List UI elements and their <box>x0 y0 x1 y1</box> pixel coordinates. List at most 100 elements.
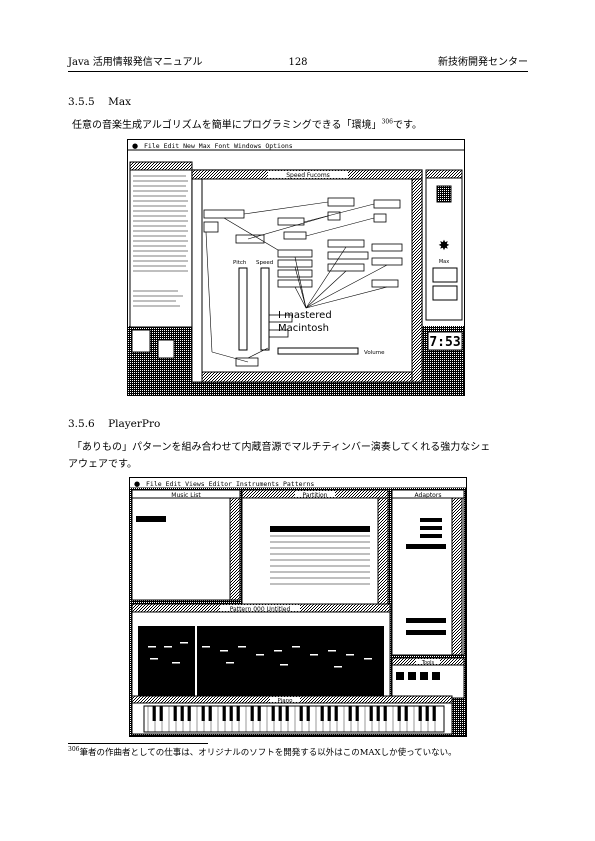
readout: 7:53 <box>429 335 460 350</box>
footnote: 306筆者の作曲者としての仕事は、オリジナルのソフトを開発する以外はこのMAXし… <box>68 747 528 759</box>
speed-slider[interactable] <box>260 267 270 351</box>
paragraph-text: 任意の音楽生成アルゴリズムを簡単にプログラミングできる「環境」 <box>72 120 382 131</box>
piano-black-key[interactable] <box>369 706 373 721</box>
piano-black-key[interactable] <box>432 706 436 721</box>
partition-title: Partition <box>302 492 327 499</box>
piano-title: Piano <box>278 698 294 704</box>
playerpro-screenshot: ● File Edit Views Editor Instruments Pat… <box>129 477 467 737</box>
piano-black-key[interactable] <box>152 706 156 721</box>
piano-black-key[interactable] <box>180 706 184 721</box>
piano-black-key[interactable] <box>222 706 226 721</box>
tools-title: Tools <box>421 660 435 666</box>
scrollbar-bottom[interactable] <box>201 371 413 383</box>
piano-black-key[interactable] <box>285 706 289 721</box>
patcher-objects <box>203 197 403 367</box>
menu-bar-text: File Edit New Max Font Windows Options <box>144 142 293 150</box>
section-number: 3.5.5 <box>68 96 95 108</box>
piano-black-key[interactable] <box>348 706 352 721</box>
apple-icon: ● <box>132 142 138 150</box>
piano-black-key[interactable] <box>271 706 275 721</box>
music-list-title: Music List <box>171 492 201 499</box>
piano-black-key[interactable] <box>383 706 387 721</box>
star-icon: ✸ <box>438 238 450 254</box>
music-list-window <box>131 489 241 601</box>
piano-black-key[interactable] <box>229 706 233 721</box>
piano-black-key[interactable] <box>404 706 408 721</box>
section-heading-max: 3.5.5 Max <box>68 96 131 108</box>
text-window-lines <box>133 175 188 307</box>
piano-black-key[interactable] <box>376 706 380 721</box>
paragraph-max: 任意の音楽生成アルゴリズムを簡単にプログラミングできる「環境」306です。 <box>72 117 528 134</box>
piano-black-key[interactable] <box>208 706 212 721</box>
pattern-notes <box>148 642 372 668</box>
piano-black-key[interactable] <box>334 706 338 721</box>
patch-cords <box>205 201 388 363</box>
menu-bar <box>128 140 464 150</box>
piano-black-key[interactable] <box>257 706 261 721</box>
pitch-slider[interactable] <box>238 267 248 351</box>
scrollbar-right[interactable] <box>411 178 423 383</box>
piano-black-key[interactable] <box>250 706 254 721</box>
piano-black-key[interactable] <box>278 706 282 721</box>
piano-black-key[interactable] <box>173 706 177 721</box>
section-number: 3.5.6 <box>68 418 95 430</box>
partition-window <box>241 489 389 613</box>
screen-text-line2: Macintosh <box>278 323 329 334</box>
clock-icon <box>432 267 458 283</box>
section-title: PlayerPro <box>108 418 161 430</box>
menu-bar <box>130 478 466 488</box>
paragraph-line-1: 「ありもの」パターンを組み合わせて内蔵音源でマルチティンバー演奏してくれる強力な… <box>72 442 491 453</box>
transport-buttons[interactable] <box>396 672 440 680</box>
piano-keyboard[interactable] <box>143 705 445 733</box>
piano-black-key[interactable] <box>187 706 191 721</box>
piano-black-key[interactable] <box>299 706 303 721</box>
max-screenshot-graphic: ● File Edit New Max Font Windows Options <box>128 140 464 395</box>
section-title: Max <box>108 96 131 108</box>
music-list-selected-item[interactable] <box>136 516 166 522</box>
piano-black-key[interactable] <box>355 706 359 721</box>
section-heading-playerpro: 3.5.6 PlayerPro <box>68 418 160 430</box>
text-window <box>129 161 193 328</box>
running-header: Java 活用情報発信マニュアル 128 新技術開発センター <box>68 56 528 70</box>
folder-icon <box>432 285 458 301</box>
footnote-text: 筆者の作曲者としての仕事は、オリジナルのソフトを開発する以外はこのMAXしか使っ… <box>79 748 457 758</box>
playerpro-screenshot-graphic: ● File Edit Views Editor Instruments Pat… <box>130 478 466 736</box>
footnote-ref: 306 <box>381 118 393 126</box>
footnote-rule <box>68 743 208 744</box>
paragraph-playerpro: 「ありもの」パターンを組み合わせて内蔵音源でマルチティンバー演奏してくれる強力な… <box>68 439 528 473</box>
pattern-title: Pattern 000 Untitled <box>230 606 291 613</box>
piano-black-key[interactable] <box>159 706 163 721</box>
piano-black-key[interactable] <box>306 706 310 721</box>
volume-slider[interactable] <box>277 347 359 355</box>
adaptors-scrollbar[interactable] <box>451 497 463 656</box>
paragraph-line-2: アウェアです。 <box>68 459 137 470</box>
piano-black-key[interactable] <box>236 706 240 721</box>
piano-black-key[interactable] <box>397 706 401 721</box>
patcher-window-title: Speed Fucoms <box>286 172 330 179</box>
piano-black-key[interactable] <box>327 706 331 721</box>
side-label: Max <box>439 259 449 265</box>
piano-black-key[interactable] <box>425 706 429 721</box>
volume-label: Volume <box>364 350 385 356</box>
piano-black-keys[interactable] <box>147 706 436 732</box>
music-list-scrollbar[interactable] <box>229 497 241 601</box>
disk-icon[interactable] <box>131 329 151 353</box>
document-icon[interactable] <box>157 339 175 359</box>
trash-icon[interactable] <box>436 185 452 203</box>
menu-bar-text: File Edit Views Editor Instruments Patte… <box>146 480 314 488</box>
paragraph-text-end: です。 <box>392 120 422 131</box>
partition-selected-row[interactable] <box>270 526 370 532</box>
header-rule <box>68 71 528 72</box>
adaptor-bars <box>406 518 446 635</box>
piano-black-key[interactable] <box>418 706 422 721</box>
piano-black-key[interactable] <box>201 706 205 721</box>
max-screenshot: ● File Edit New Max Font Windows Options <box>127 139 465 396</box>
pitch-label: Pitch <box>233 260 247 266</box>
adaptors-title: Adaptors <box>415 492 442 499</box>
page-number: 128 <box>288 57 308 68</box>
header-left: Java 活用情報発信マニュアル <box>68 57 203 68</box>
screen-text-line1: I mastered <box>278 310 332 321</box>
readout-box <box>427 331 463 351</box>
piano-black-key[interactable] <box>320 706 324 721</box>
partition-scrollbar[interactable] <box>377 497 389 613</box>
